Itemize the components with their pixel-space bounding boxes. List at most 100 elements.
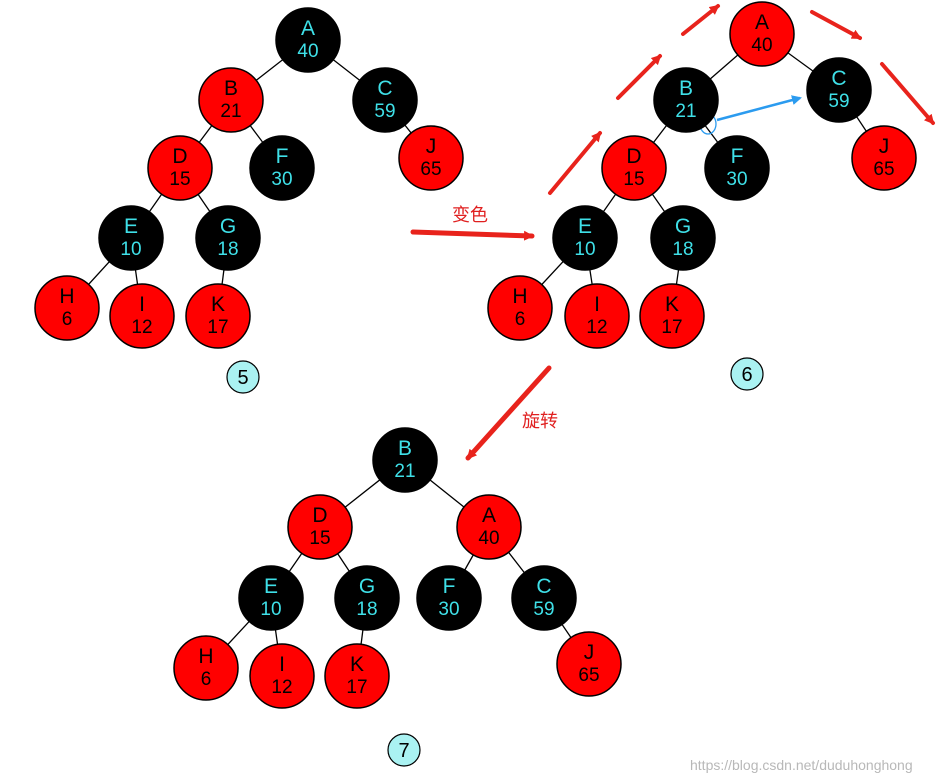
- node-letter: F: [443, 575, 456, 598]
- node-circle: [198, 67, 264, 133]
- node-letter: B: [224, 77, 238, 100]
- node-value: 12: [271, 677, 292, 698]
- tree6-node-E: E10: [552, 205, 618, 271]
- tree7-node-E: E10: [238, 565, 304, 631]
- step-number: 6: [741, 364, 752, 386]
- tree6-node-G: G18: [650, 205, 716, 271]
- node-letter: D: [172, 145, 187, 168]
- node-circle: [372, 427, 438, 493]
- node-circle: [109, 283, 175, 349]
- tree5-node-C: C59: [352, 67, 418, 133]
- node-letter: H: [59, 285, 74, 308]
- node-letter: I: [594, 293, 600, 316]
- node-value: 40: [478, 528, 499, 549]
- node-circle: [275, 7, 341, 73]
- node-value: 15: [623, 169, 644, 190]
- node-circle: [704, 135, 770, 201]
- node-value: 40: [297, 41, 318, 62]
- node-circle: [806, 57, 872, 123]
- tree7-node-F: F30: [416, 565, 482, 631]
- step-number: 5: [237, 367, 248, 389]
- node-circle: [185, 283, 251, 349]
- tree5-node-E: E10: [98, 205, 164, 271]
- node-letter: D: [626, 145, 641, 168]
- tree6-node-I: I12: [564, 283, 630, 349]
- recolor-arrow: [410, 229, 535, 241]
- node-letter: G: [359, 575, 375, 598]
- propagate-arrow-4: [810, 10, 862, 40]
- node-circle: [147, 135, 213, 201]
- node-circle: [34, 275, 100, 341]
- tree6-node-F: F30: [704, 135, 770, 201]
- tree6-node-D: D15: [601, 135, 667, 201]
- tree7-node-B: B21: [372, 427, 438, 493]
- node-letter: B: [679, 77, 693, 100]
- step-badge-circle: [730, 357, 764, 391]
- node-letter: A: [301, 17, 315, 40]
- node-circle: [650, 205, 716, 271]
- tree6-node-A: A40: [729, 1, 795, 67]
- node-circle: [556, 631, 622, 697]
- node-circle: [639, 283, 705, 349]
- node-circle: [511, 565, 577, 631]
- node-letter: K: [211, 293, 225, 316]
- tree5-node-B: B21: [198, 67, 264, 133]
- step-badge-5: 5: [226, 360, 260, 394]
- step-badge-7: 7: [387, 733, 421, 767]
- node-circle: [238, 565, 304, 631]
- node-value: 10: [260, 599, 281, 620]
- node-circle: [173, 635, 239, 701]
- tree5-node-D: D15: [147, 135, 213, 201]
- tree7-node-I: I12: [249, 643, 315, 709]
- tree7-node-G: G18: [334, 565, 400, 631]
- node-value: 10: [574, 239, 595, 260]
- node-value: 21: [675, 101, 696, 122]
- node-value: 21: [394, 461, 415, 482]
- node-circle: [729, 1, 795, 67]
- node-value: 10: [120, 239, 141, 260]
- tree7-node-H: H6: [173, 635, 239, 701]
- node-letter: I: [279, 653, 285, 676]
- watermark-text: https://blog.csdn.net/duduhonghong: [690, 757, 913, 773]
- node-value: 30: [438, 599, 459, 620]
- node-letter: K: [350, 653, 364, 676]
- node-value: 59: [374, 101, 395, 122]
- tree6-node-C: C59: [806, 57, 872, 123]
- node-circle: [334, 565, 400, 631]
- tree5-node-K: K17: [185, 283, 251, 349]
- node-value: 59: [828, 91, 849, 112]
- node-value: 59: [533, 599, 554, 620]
- node-letter: J: [426, 135, 437, 158]
- node-letter: G: [675, 215, 691, 238]
- node-value: 18: [356, 599, 377, 620]
- propagate-arrow-2: [616, 54, 662, 100]
- step-badge-6: 6: [730, 357, 764, 391]
- node-circle: [195, 205, 261, 271]
- node-letter: C: [377, 77, 392, 100]
- propagate-arrow-3: [681, 4, 720, 36]
- tree5-node-F: F30: [249, 135, 315, 201]
- node-circle: [249, 135, 315, 201]
- tree7-node-C: C59: [511, 565, 577, 631]
- node-value: 65: [873, 159, 894, 180]
- node-value: 30: [726, 169, 747, 190]
- node-letter: I: [139, 293, 145, 316]
- recolor-caption: 变色: [452, 205, 488, 225]
- tree6-node-B: B21: [653, 67, 719, 133]
- node-circle: [324, 643, 390, 709]
- node-circle: [398, 125, 464, 191]
- node-value: 6: [201, 669, 212, 690]
- node-circle: [98, 205, 164, 271]
- step-badge-circle: [226, 360, 260, 394]
- rotate-arrow: [465, 365, 552, 461]
- node-value: 65: [578, 665, 599, 686]
- rotate-caption: 旋转: [522, 411, 558, 431]
- node-letter: H: [198, 645, 213, 668]
- node-letter: K: [665, 293, 679, 316]
- node-circle: [416, 565, 482, 631]
- node-value: 6: [62, 309, 73, 330]
- node-value: 40: [751, 35, 772, 56]
- subtree-move-arrow: [716, 95, 802, 122]
- node-letter: G: [220, 215, 236, 238]
